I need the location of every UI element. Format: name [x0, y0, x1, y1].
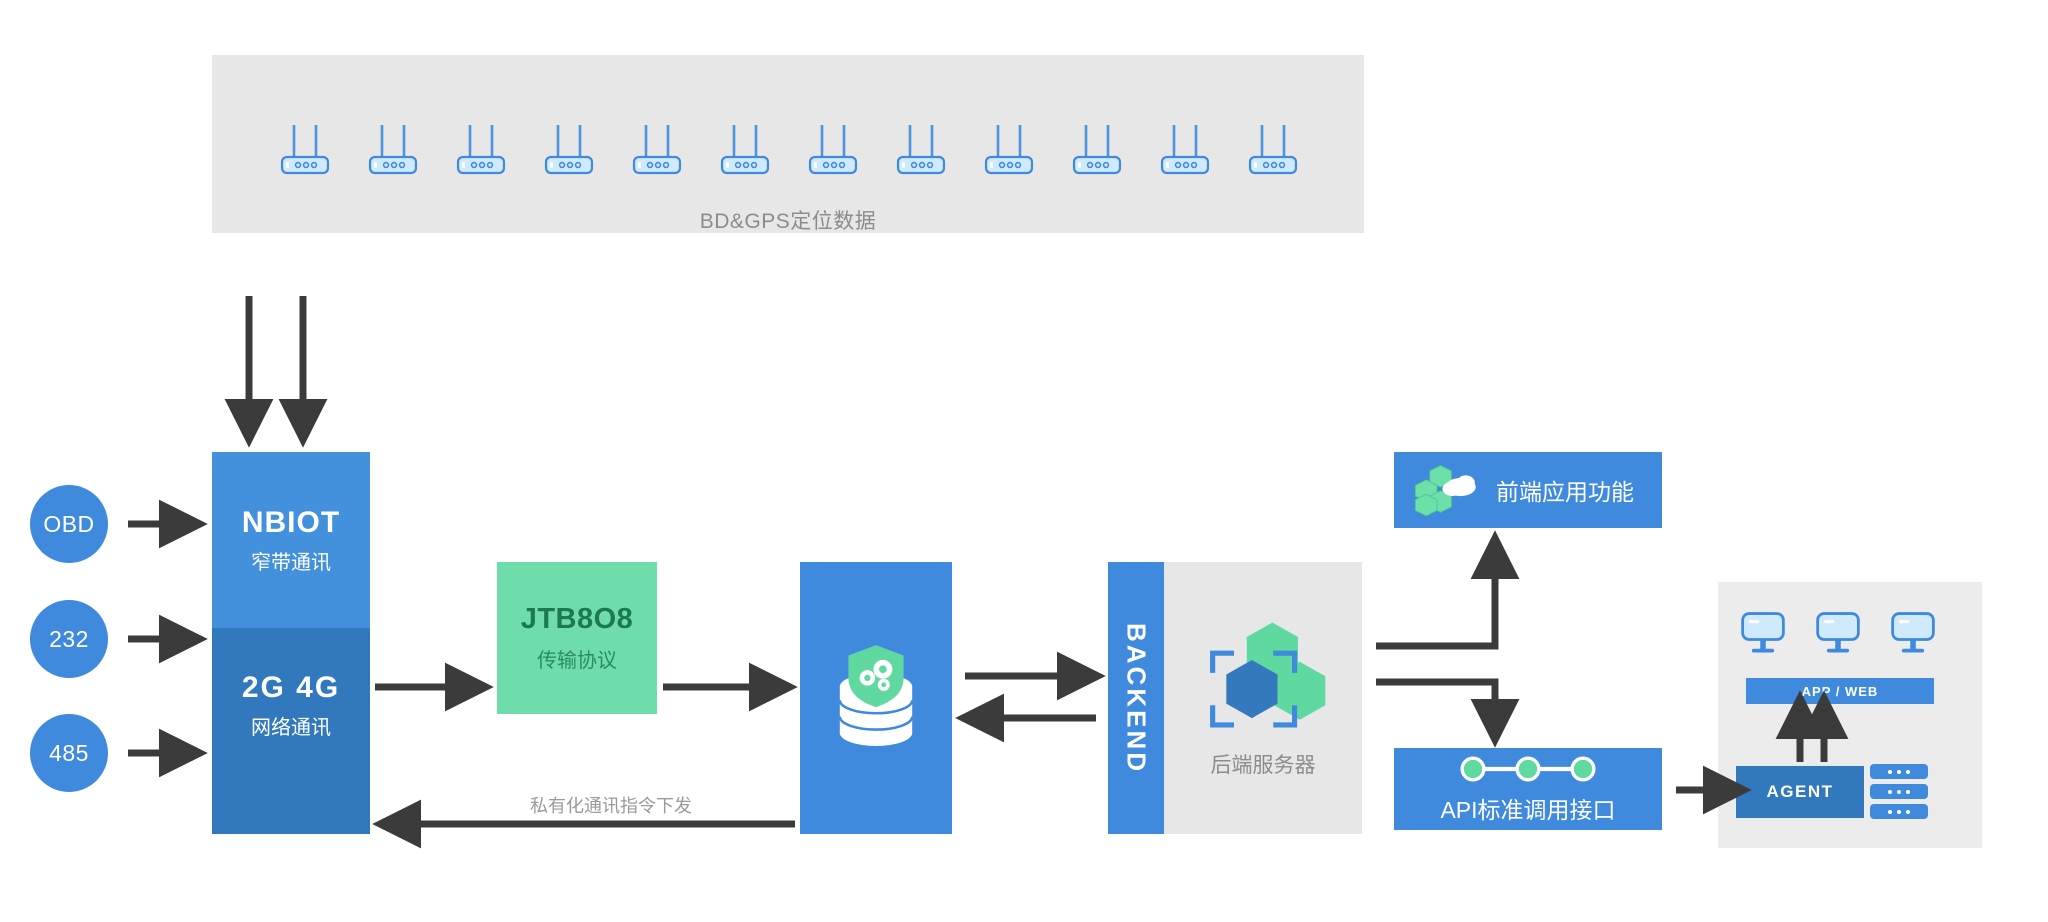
backend-bar: BACKEND	[1108, 562, 1164, 834]
api-box[interactable]: API标准调用接口	[1394, 748, 1662, 830]
frontend-label: 前端应用功能	[1496, 479, 1634, 505]
server-rack-bar	[1870, 764, 1928, 779]
input-circle-232-label: 232	[49, 625, 89, 652]
router-icon	[890, 117, 952, 179]
router-icon	[1154, 117, 1216, 179]
server-rack-bar	[1870, 784, 1928, 799]
input-circle-obd-label: OBD	[43, 510, 95, 537]
router-icon	[1242, 117, 1304, 179]
input-circle-obd[interactable]: OBD	[30, 485, 108, 563]
database-box[interactable]	[800, 562, 952, 834]
input-circle-485-label: 485	[49, 739, 89, 766]
rack-dot	[1906, 789, 1910, 794]
rack-dot	[1888, 769, 1892, 774]
rack-dot	[1897, 769, 1901, 774]
private-command-label: 私有化通讯指令下发	[530, 796, 692, 816]
node-link-icon	[1440, 754, 1616, 789]
api-label: API标准调用接口	[1440, 796, 1616, 823]
backend-caption: 后端服务器	[1210, 753, 1316, 777]
cloud-cubes-icon	[1410, 460, 1482, 521]
router-icon	[274, 117, 336, 179]
appweb-bar[interactable]: APP / WEB	[1746, 678, 1934, 704]
nbiot-title: NBIOT	[241, 505, 341, 539]
clients-panel: APP / WEB AGENT	[1718, 582, 1982, 848]
hexagon-cluster-icon	[1199, 612, 1327, 737]
router-icon	[538, 117, 600, 179]
router-icon	[802, 117, 864, 179]
arrow-backend-to-frontend	[1376, 530, 1520, 650]
monitors-row	[1738, 608, 1938, 663]
devices-caption: BD&GPS定位数据	[699, 210, 877, 233]
mobile-network-block[interactable]: 2G 4G 网络通讯	[212, 628, 370, 834]
mobile-network-title: 2G 4G	[241, 670, 341, 704]
database-shield-icon	[824, 640, 928, 757]
input-circle-232[interactable]: 232	[30, 600, 108, 678]
backend-body: 后端服务器	[1164, 562, 1362, 834]
router-icon	[1066, 117, 1128, 179]
arrow-backend-to-api	[1376, 678, 1520, 748]
rack-dot	[1888, 789, 1892, 794]
agent-label: AGENT	[1766, 782, 1834, 801]
monitor-icon	[1813, 608, 1863, 663]
router-icon-row	[274, 117, 1304, 179]
agent-box[interactable]: AGENT	[1736, 766, 1864, 818]
nbiot-subtitle: 窄带通讯	[251, 551, 331, 574]
backend-bar-label: BACKEND	[1121, 622, 1152, 774]
frontend-box[interactable]: 前端应用功能	[1394, 452, 1662, 528]
protocol-subtitle: 传输协议	[537, 650, 617, 672]
rack-dot	[1888, 809, 1892, 814]
appweb-label: APP / WEB	[1801, 683, 1879, 699]
rack-dot	[1897, 789, 1901, 794]
backend-box[interactable]: BACKEND 后端服务	[1108, 562, 1362, 834]
monitor-icon	[1738, 608, 1788, 663]
monitor-icon	[1888, 608, 1938, 663]
rack-dot	[1906, 769, 1910, 774]
router-icon	[714, 117, 776, 179]
rack-dot	[1897, 809, 1901, 814]
input-circle-485[interactable]: 485	[30, 714, 108, 792]
server-rack-bar	[1870, 804, 1928, 819]
devices-panel: BD&GPS定位数据	[212, 55, 1364, 233]
rack-dot	[1906, 809, 1910, 814]
mobile-network-subtitle: 网络通讯	[251, 716, 331, 739]
router-icon	[450, 117, 512, 179]
router-icon	[626, 117, 688, 179]
router-icon	[362, 117, 424, 179]
protocol-title: JTB8O8	[520, 603, 634, 635]
router-icon	[978, 117, 1040, 179]
communications-stack: NBIOT 窄带通讯 2G 4G 网络通讯	[212, 452, 370, 834]
server-rack-stack	[1870, 764, 1928, 819]
protocol-box[interactable]: JTB8O8 传输协议	[497, 562, 657, 714]
nbiot-block[interactable]: NBIOT 窄带通讯	[212, 452, 370, 628]
